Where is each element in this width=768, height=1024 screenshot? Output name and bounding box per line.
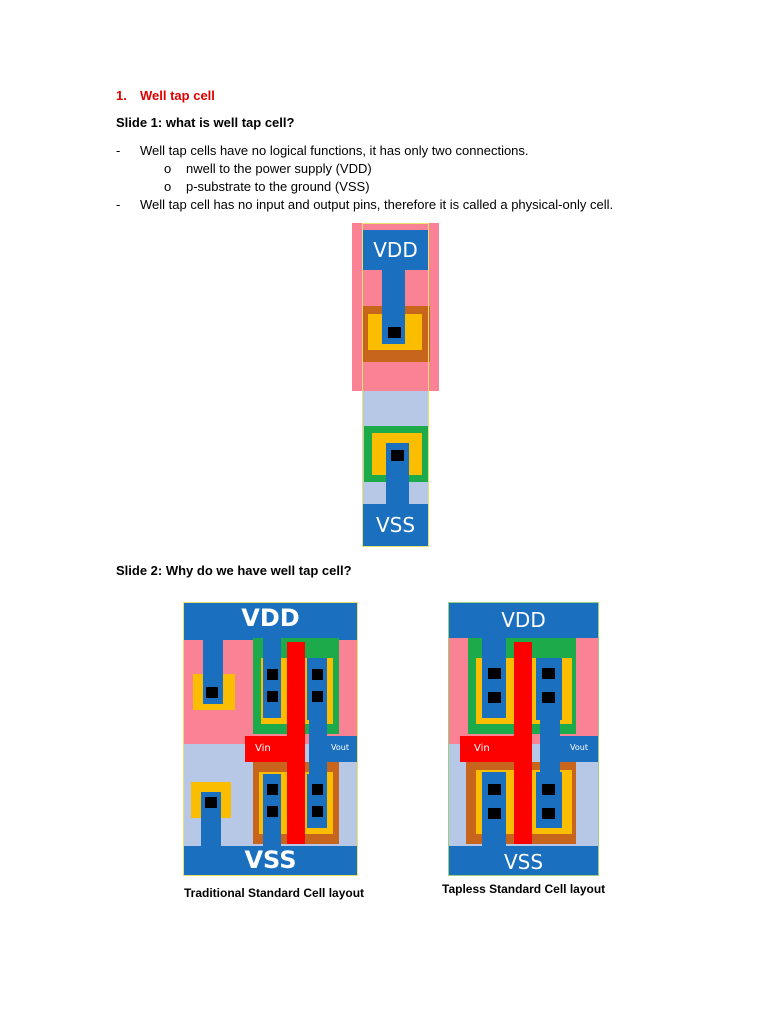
- vss-rail: [448, 846, 599, 876]
- contact: [312, 669, 323, 680]
- contact: [312, 691, 323, 702]
- vss-label: VSS: [503, 850, 544, 874]
- vss-rail: [183, 846, 358, 876]
- vout-label: Vout: [331, 743, 349, 752]
- contact: [542, 808, 555, 819]
- sub-bullet-text: p-substrate to the ground (VSS): [186, 179, 370, 194]
- bullet-text: Well tap cell has no input and output pi…: [140, 197, 614, 212]
- contact: [542, 668, 555, 679]
- contact: [488, 692, 501, 703]
- bullet-text: Well tap cells have no logical functions…: [140, 143, 529, 158]
- cell-boundary: [183, 602, 358, 876]
- vdd-rail: [183, 602, 358, 640]
- contact: [312, 784, 323, 795]
- vdd-contact: [388, 327, 401, 338]
- vss-label: VSS: [244, 846, 297, 874]
- vss-rail: [362, 504, 429, 546]
- contact: [312, 806, 323, 817]
- contact: [488, 784, 501, 795]
- vdd-rail: [448, 602, 599, 638]
- contact: [267, 691, 278, 702]
- vdd-label: VDD: [501, 608, 546, 632]
- contact: [206, 687, 218, 698]
- contact: [205, 797, 217, 808]
- bullet-marker: -: [116, 197, 121, 212]
- traditional-caption: Traditional Standard Cell layout: [184, 886, 365, 900]
- bullet-marker: -: [116, 143, 121, 158]
- cell-boundary: [448, 602, 599, 876]
- vss-label: VSS: [375, 513, 416, 537]
- vin-label: Vin: [255, 743, 271, 754]
- vin-pin: [460, 736, 532, 762]
- sub-bullet-text: nwell to the power supply (VDD): [186, 161, 372, 176]
- sub-bullet-marker: o: [164, 161, 172, 176]
- traditional-cell-diagram: VDD Vout Vin VSS: [183, 602, 358, 876]
- contact: [267, 669, 278, 680]
- section-number: 1.: [116, 88, 127, 103]
- tapless-caption: Tapless Standard Cell layout: [442, 882, 606, 896]
- contact: [267, 784, 278, 795]
- well-tap-cell-diagram: VDD VSS: [352, 223, 439, 547]
- slide1-heading: Slide 1: what is well tap cell?: [116, 115, 295, 130]
- vdd-label: VDD: [241, 604, 300, 632]
- cell-boundary: [362, 223, 429, 547]
- vdd-metal-strap: [382, 270, 405, 344]
- slide2-heading: Slide 2: Why do we have well tap cell?: [116, 563, 352, 578]
- contact: [542, 692, 555, 703]
- contact: [267, 806, 278, 817]
- tapless-cell-diagram: VDD Vout Vin VSS: [448, 602, 599, 876]
- section-title: Well tap cell: [140, 88, 215, 103]
- sub-bullet-marker: o: [164, 179, 172, 194]
- vdd-rail: [362, 230, 429, 270]
- vout-label: Vout: [570, 743, 588, 752]
- vin-label: Vin: [474, 743, 490, 754]
- contact: [488, 808, 501, 819]
- vss-contact: [391, 450, 404, 461]
- contact: [488, 668, 501, 679]
- contact: [542, 784, 555, 795]
- vout-pin: [309, 736, 358, 762]
- vin-pin: [245, 736, 305, 762]
- vout-pin: [540, 736, 599, 762]
- vdd-label: VDD: [373, 238, 418, 262]
